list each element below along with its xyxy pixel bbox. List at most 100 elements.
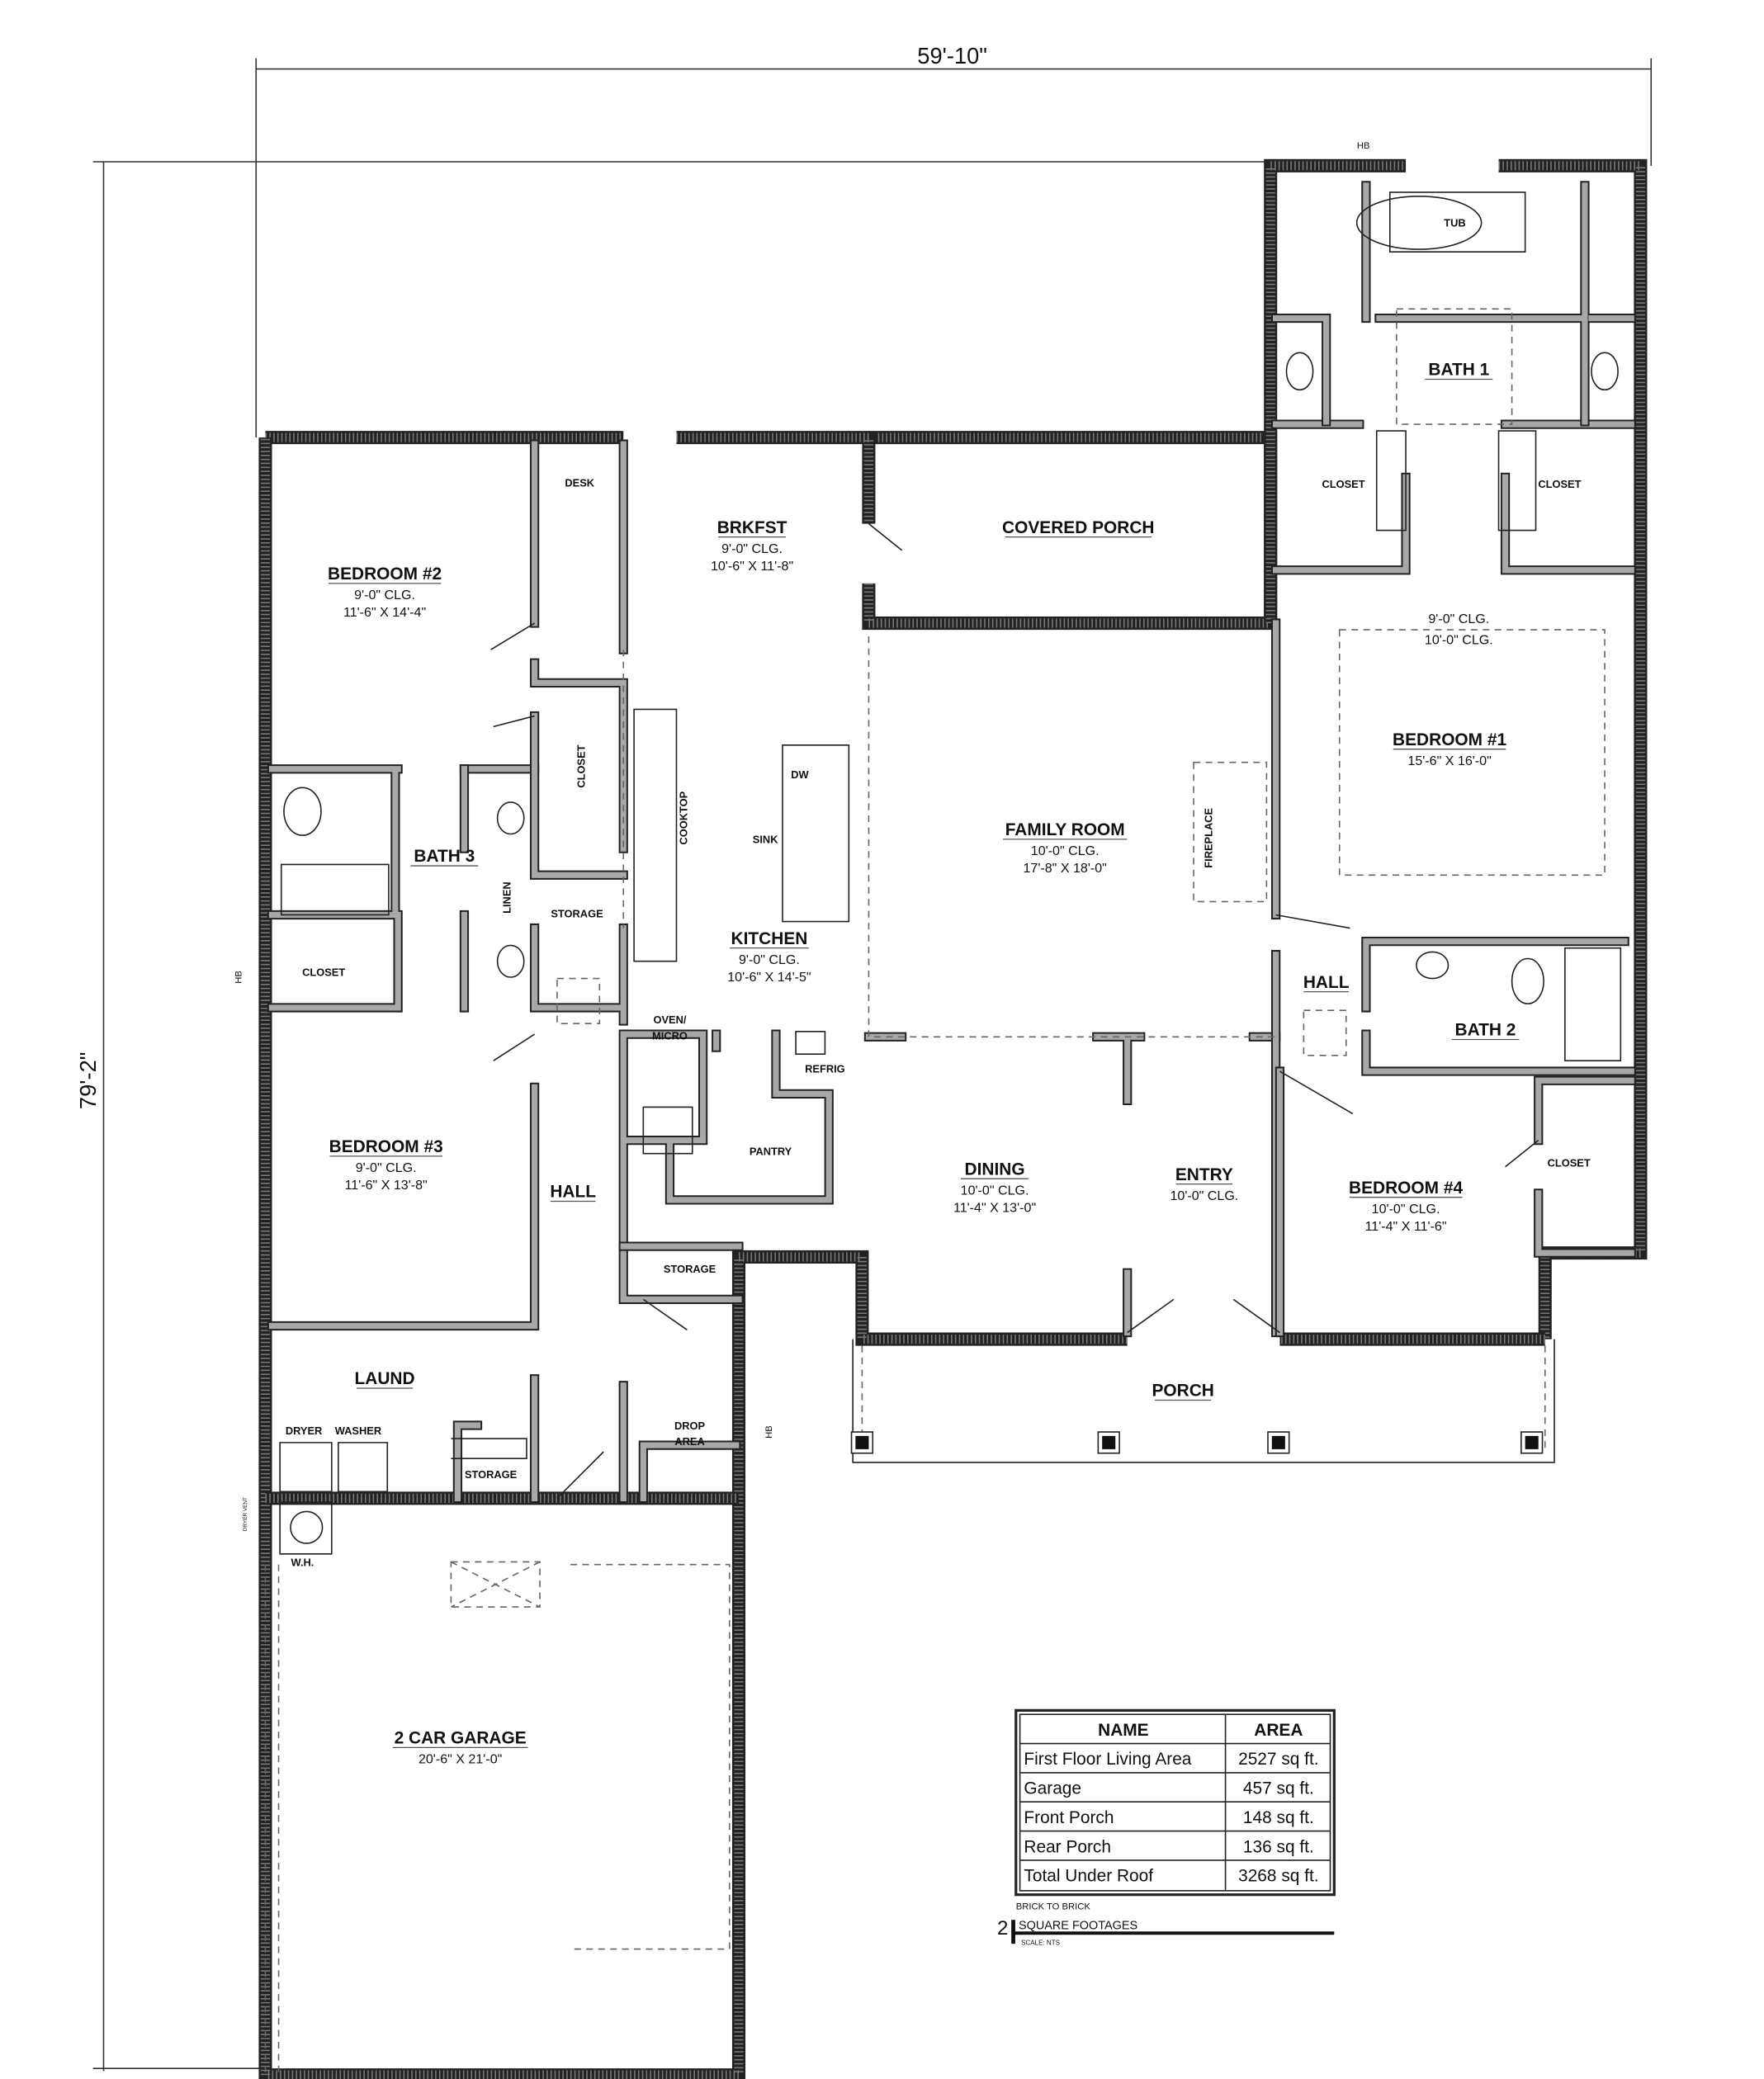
room-detail: 10'-0" CLG. (1425, 633, 1493, 648)
fixture-label: WASHER (335, 1425, 382, 1437)
door-swing (1275, 914, 1350, 929)
fixture-label: DRYER (286, 1425, 323, 1437)
room-detail: 15'-6" X 16'-0" (1407, 754, 1492, 768)
interior-wall (863, 1032, 1281, 1338)
room-detail: 10'-6" X 11'-8" (711, 559, 793, 574)
table-cell-area: 3268 sq ft. (1238, 1867, 1319, 1886)
exterior-wall (258, 437, 1545, 2079)
door-swing (490, 622, 536, 650)
fixture-label: STORAGE (465, 1468, 518, 1481)
hose-bib-marker: HB (234, 971, 244, 984)
fixture-label: REFRIG (805, 1063, 845, 1075)
fixture-label: STORAGE (664, 1263, 716, 1275)
fixture-label: SINK (753, 834, 778, 846)
room-name: BEDROOM #2 (328, 565, 442, 584)
fixture-label: CLOSET (1548, 1157, 1591, 1169)
fixture-label: COOKTOP (677, 791, 689, 844)
porch-columns (850, 1431, 1544, 1454)
door-swing (556, 1451, 604, 1499)
room-detail: 11'-6" X 14'-4" (343, 605, 426, 620)
door-swing (642, 1298, 688, 1330)
interior-wall (1275, 1066, 1636, 1338)
porch-column (1271, 1435, 1285, 1449)
room-name: ENTRY (1175, 1165, 1233, 1184)
hose-bib-marker: HB (764, 1425, 774, 1439)
table-title: SQUARE FOOTAGES (1019, 1919, 1137, 1932)
fixture-label: CLOSET (302, 966, 345, 978)
table-cell-name: Front Porch (1024, 1808, 1114, 1827)
door-swing (868, 522, 903, 551)
room-detail: 9'-0" CLG. (354, 588, 415, 602)
interior-wall (459, 711, 628, 1026)
room-detail: 11'-4" X 11'-6" (1365, 1219, 1447, 1234)
fixtures-and-details (264, 191, 1622, 2076)
exterior-walls (258, 158, 1648, 2079)
table-cell-name: Rear Porch (1024, 1837, 1111, 1856)
room-name: HALL (1303, 973, 1350, 992)
table-cell-name: Garage (1024, 1779, 1081, 1798)
fixture-label: LINEN (501, 881, 513, 914)
room-detail: 10'-0" CLG. (1372, 1202, 1440, 1217)
interior-wall (529, 439, 628, 853)
table-cell-area: 457 sq ft. (1243, 1779, 1314, 1798)
room-name: 2 CAR GARAGE (395, 1729, 527, 1748)
fixture-label: DESK (565, 477, 594, 489)
door-swing (1232, 1298, 1280, 1334)
room-detail: 9'-0" CLG. (739, 952, 800, 967)
room-name: HALL (550, 1183, 596, 1202)
door-swing (1127, 1298, 1175, 1334)
room-detail: 10'-0" CLG. (961, 1183, 1029, 1198)
room-name: KITCHEN (731, 929, 808, 948)
room-detail: 11'-4" X 13'-0" (953, 1200, 1036, 1215)
sheet-number: 2 (997, 1917, 1008, 1940)
room-name: BEDROOM #4 (1349, 1179, 1463, 1198)
room-name: DINING (965, 1160, 1025, 1179)
table-header-area: AREA (1254, 1721, 1303, 1740)
room-detail: 9'-0" CLG. (356, 1160, 417, 1175)
table-cell-area: 148 sq ft. (1243, 1808, 1314, 1827)
room-detail: 10'-0" CLG. (1031, 843, 1100, 858)
room-detail: 20'-6" X 21'-0" (419, 1752, 503, 1767)
interior-wall (1271, 419, 1636, 575)
room-detail: 11'-6" X 13'-8" (345, 1178, 428, 1193)
room-detail: 9'-0" CLG. (1428, 612, 1489, 626)
room-name: COVERED PORCH (1002, 518, 1154, 537)
room-detail: 17'-8" X 18'-0" (1024, 861, 1108, 876)
table-cell-area: 2527 sq ft. (1238, 1750, 1319, 1769)
door-swing (1279, 1070, 1354, 1115)
door-swing (493, 715, 535, 728)
room-detail: 9'-0" CLG. (721, 541, 783, 556)
table-scale: SCALE: NTS (1021, 1940, 1060, 1947)
fixture-label: DROP (674, 1420, 706, 1432)
fixture-label: CLOSET (1538, 478, 1581, 490)
fixture-label: STORAGE (551, 908, 603, 920)
overall-width-dimension: 59'-10" (255, 43, 1653, 438)
room-name: PORCH (1152, 1382, 1213, 1401)
hose-bib-marker: HB (1357, 141, 1370, 151)
room-detail: 10'-6" X 14'-5" (727, 970, 811, 985)
porch-column (855, 1435, 869, 1449)
room-name: LAUND (355, 1369, 415, 1388)
room-name: BATH 1 (1428, 361, 1489, 380)
room-name: BATH 2 (1455, 1021, 1516, 1040)
depth-dimension-label: 79'-2" (75, 1052, 101, 1110)
table-header-name: NAME (1098, 1721, 1149, 1740)
porch-column (1525, 1435, 1539, 1449)
interior-walls (267, 181, 1636, 1503)
room-detail: 10'-0" CLG. (1170, 1188, 1238, 1203)
fixture-label: W.H. (291, 1556, 314, 1568)
room-labels: BEDROOM #29'-0" CLG.11'-6" X 14'-4"BRKFS… (328, 361, 1520, 1767)
fixture-label: CLOSET (575, 744, 588, 787)
table-cell-area: 136 sq ft. (1243, 1837, 1314, 1856)
room-name: BEDROOM #3 (329, 1137, 443, 1156)
door-swing (1505, 1139, 1539, 1168)
fixture-label: PANTRY (750, 1145, 792, 1157)
door-swing (493, 1033, 536, 1061)
room-name: BATH 3 (414, 847, 475, 866)
width-dimension-label: 59'-10" (917, 43, 987, 69)
fixture-label: MICRO (652, 1030, 688, 1042)
fixture-label: CLOSET (1322, 478, 1365, 490)
fixture-label: OVEN/ (653, 1014, 686, 1026)
